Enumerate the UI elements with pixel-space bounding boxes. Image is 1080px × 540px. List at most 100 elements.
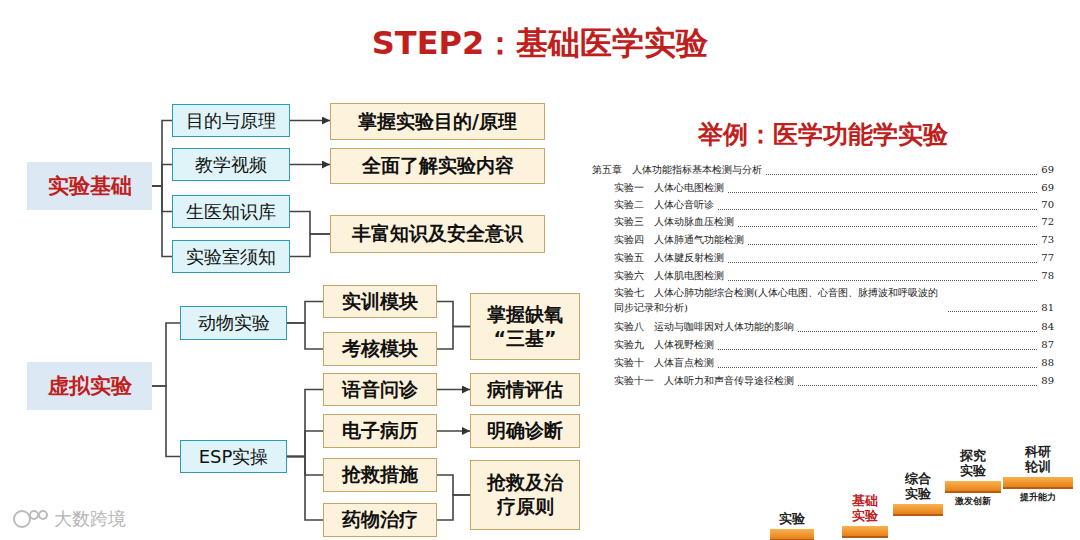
toc-row: 实验六 人体肌电图检测78 <box>614 269 1054 284</box>
connector <box>152 165 172 187</box>
toc-entry: 实验十 人体盲点检测 <box>614 356 714 371</box>
watermark-logo <box>14 511 47 527</box>
connector <box>287 302 323 324</box>
page-number: 70 <box>1041 198 1054 213</box>
toc-row: 实验二 人体心音听诊 70 <box>614 198 1054 213</box>
module-box: 考核模块 <box>323 332 437 366</box>
connector <box>287 390 323 457</box>
goal-box: 丰富知识及安全意识 <box>330 215 545 253</box>
page-number: 88 <box>1041 356 1054 371</box>
goal-box: 抢救及治疗原则 <box>470 460 580 530</box>
node-text: 抢救措施 <box>342 463 418 487</box>
connector <box>437 389 470 391</box>
toc-entry: 实验四 人体肺通气功能检测 <box>614 233 744 248</box>
step-title: 实验 <box>778 512 805 527</box>
dot-leader <box>718 367 1037 368</box>
connector <box>437 430 470 432</box>
toc-entry: 实验六 人体肌电图检测 <box>614 269 724 284</box>
goal-box: 掌握缺氧“三基” <box>470 293 580 360</box>
module-box: 抢救措施 <box>323 458 437 492</box>
node-text: 虚拟实验 <box>48 372 132 400</box>
dot-leader <box>948 311 1037 312</box>
dot-leader <box>728 280 1037 281</box>
module-box: 实训模块 <box>323 285 437 318</box>
module-box: 语音问诊 <box>323 373 437 406</box>
node-text: 全面了解实验内容 <box>362 154 514 178</box>
step-slab <box>770 529 814 540</box>
dot-leader <box>738 226 1037 227</box>
dot-leader <box>748 244 1037 245</box>
step-title: 科研轮训 <box>1024 445 1051 475</box>
connector <box>152 386 180 457</box>
dot-leader <box>718 209 1037 210</box>
connector <box>152 323 180 386</box>
step-slab <box>1003 477 1073 489</box>
item-box: 生医知识库 <box>172 195 290 228</box>
page-number: 72 <box>1041 215 1054 230</box>
step-title: 综合实验 <box>904 472 931 502</box>
toc-row: 实验一 人体心电图检测 69 <box>614 181 1054 196</box>
node-text: 实验室须知 <box>186 245 276 269</box>
page-number: 73 <box>1041 233 1054 248</box>
stair-step: 基础实验 <box>842 494 888 538</box>
node-text: 实验基础 <box>48 172 132 200</box>
node-text: 药物治疗 <box>342 508 418 532</box>
node-text: 目的与原理 <box>186 109 276 133</box>
toc-entry: 实验九 人体视野检测 <box>614 338 714 353</box>
connector <box>287 457 323 521</box>
item-box: 目的与原理 <box>172 104 290 137</box>
step-slab <box>893 504 943 516</box>
step-slab <box>842 526 888 538</box>
node-text: 生医知识库 <box>186 200 276 224</box>
toc-entry: 实验二 人体心音听诊 <box>614 198 714 213</box>
toc-entry: 实验三 人体动脉血压检测 <box>614 215 734 230</box>
connector <box>437 495 470 520</box>
dot-leader <box>798 331 1037 332</box>
connector <box>287 323 323 349</box>
module-box: 药物治疗 <box>323 503 437 537</box>
goal-box: 掌握实验目的/原理 <box>330 103 545 140</box>
step-note: 提升能力 <box>1020 491 1056 504</box>
node-text: 抢救及治疗原则 <box>481 471 569 519</box>
dot-leader <box>728 192 1037 193</box>
connector <box>290 234 330 257</box>
toc-entry: 实验七 人体心肺功能综合检测(人体心电图、心音图、脉搏波和呼吸波的同步记录和分析… <box>614 286 944 315</box>
page-number: 77 <box>1041 251 1054 266</box>
connector <box>152 121 172 187</box>
node-text: 教学视频 <box>195 153 267 177</box>
item-box: 教学视频 <box>172 148 290 181</box>
connector <box>290 212 330 235</box>
dot-leader <box>766 174 1037 175</box>
node-text: 语音问诊 <box>342 378 418 402</box>
page-number: 87 <box>1041 338 1054 353</box>
toc-row: 实验四 人体肺通气功能检测 73 <box>614 233 1054 248</box>
step-note: 激发创新 <box>955 495 991 508</box>
toc-row: 第五章 人体功能指标基本检测与分析69 <box>592 163 1054 178</box>
page-number: 69 <box>1041 181 1054 196</box>
node-text: 实训模块 <box>342 290 418 314</box>
toc-entry: 实验八 运动与咖啡因对人体功能的影响 <box>614 320 794 335</box>
group-box: 实验基础 <box>27 162 152 210</box>
node-text: 掌握实验目的/原理 <box>358 110 517 134</box>
group-box: 虚拟实验 <box>27 362 152 410</box>
connector <box>290 120 330 122</box>
stair-step: 科研轮训提升能力 <box>1003 430 1073 504</box>
node-text: 丰富知识及安全意识 <box>352 222 523 246</box>
node-text: 考核模块 <box>342 337 418 361</box>
goal-box: 全面了解实验内容 <box>330 148 545 184</box>
watermark: 大数跨境 <box>54 507 126 531</box>
toc-entry: 实验一 人体心电图检测 <box>614 181 724 196</box>
node-text: ESP实操 <box>199 445 269 469</box>
page-number: 89 <box>1041 374 1054 389</box>
stair-step: 实验 <box>770 512 814 540</box>
node-text: 掌握缺氧“三基” <box>481 303 569 351</box>
toc-entry: 实验五 人体腱反射检测 <box>614 251 724 266</box>
connector <box>152 186 172 257</box>
connector <box>290 164 330 166</box>
dot-leader <box>718 349 1037 350</box>
page-number: 84 <box>1041 320 1054 335</box>
toc-entry: 实验十一 人体听力和声音传导途径检测 <box>614 374 794 389</box>
toc-row: 实验十 人体盲点检测 88 <box>614 356 1054 371</box>
node-text: 病情评估 <box>487 378 563 402</box>
